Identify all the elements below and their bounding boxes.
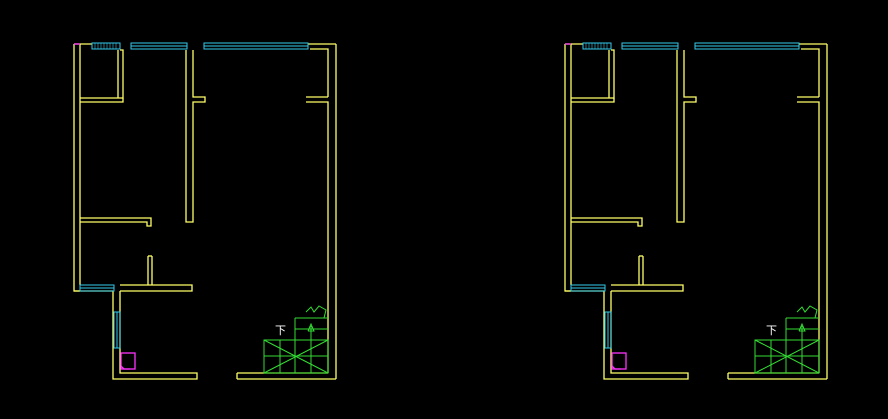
stair-direction-label: 下 [275,324,286,337]
floor-plan-left: 下 [73,42,337,380]
stair-direction-label: 下 [766,324,777,337]
floor-plan-right: 下 [564,42,828,380]
